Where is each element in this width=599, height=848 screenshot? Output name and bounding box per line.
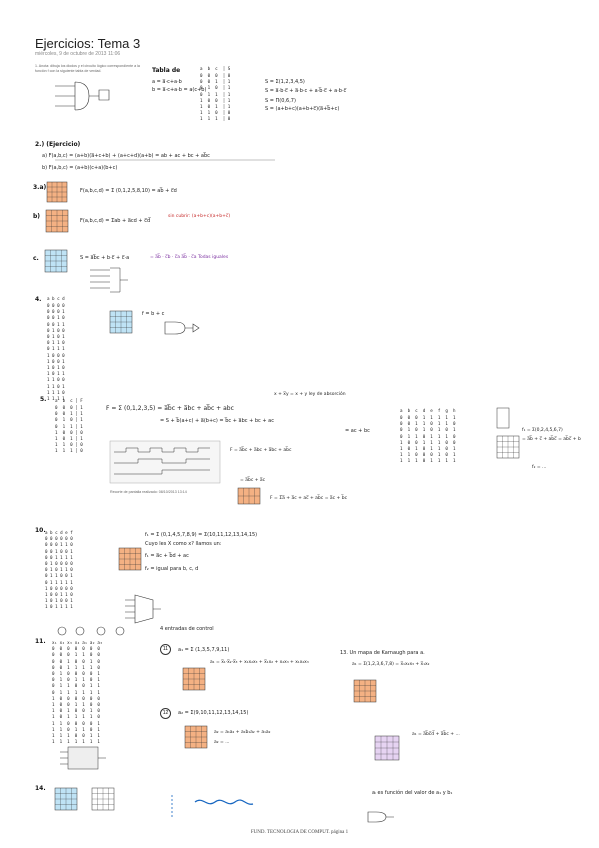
karnaugh-3b [45,209,69,233]
karnaugh-3c [44,249,68,273]
ex11-label: 11. [35,638,46,645]
ex5-fp3: F = Σ̅a̅ + a̅c + ac̅ + ab̅c = a̅c + b̅c [270,496,348,501]
ex3c-eq: S = a̅b̅c + b·c̅ + c̅·a [80,255,130,261]
ex13-eq2: a₁ = a̅b̅c̅d̅ + a̅b̅c + ... [412,732,460,737]
ex1-r3: S = Π(0,6,7) [265,98,296,104]
page-time: 11:06 [108,51,121,57]
ex6-eq2: = a̅b̅ + c̅ + ab̅c̅ = ab̅c̅ + b [522,437,581,442]
karnaugh-10 [118,547,142,571]
ex3-label: 3.a) [33,184,47,191]
ex1-tabla-label: Tabla de [152,67,181,74]
ex13-gate [367,811,394,823]
karnaugh-13a [353,679,377,703]
page-title: Ejercicios: Tema 3 [35,36,141,51]
ex1-eq2: b = a̅·c+a·b = a(c+b) [152,87,207,93]
ex11-eq1: a₁ = Σ (1,3,5,7,9,11) [178,647,230,653]
ex10-eq2: f₁ = a̅c + b̅d + ac [145,553,189,559]
ex5-line2: = S + b̅(a+c) + a̅(b+c) = b̅c + a̅bc + b… [160,418,274,424]
ex10-eq1: f₁ = Σ (0,1,4,5,7,8,9) = Σ(10,11,12,13,1… [145,532,258,538]
ex6-eq1: f₁ = Σ(0,2,4,5,6,7) [522,428,563,433]
intro-note: 1. Anota: dibuja los diodos y el circuit… [35,64,140,73]
ex10-note2: 4 entradas de control [160,626,214,632]
ex1-circuit [55,81,110,111]
ex1-r4: S = (a+b+c)(a+b+c̅)(a̅+b̅+c) [265,106,340,112]
karnaugh-11a [182,667,206,691]
ex4-label: 4. [35,296,42,303]
ex10-eq3: f₂ = igual para b, c, d [145,566,199,572]
karnaugh-11b [184,725,208,749]
ex3c-label: c. [33,255,39,262]
ex11-circuit [60,746,106,770]
karnaugh-4 [109,310,133,334]
ex1-r2: S = a̅·b·c̅ + a̅·b·c + a·b̅·c̅ + a·b·c̅ [265,88,347,94]
ex5-note: x + x̅y = x + y ley de absorción [274,392,346,397]
karnaugh-6 [496,407,520,459]
ex5-line3: = ac + bc [345,428,370,434]
ex11-eq2: a₁ = x̅₁·x̅₂·x̅₃ + x₁x₂x₃ + x̅₁x₂ + x₂x₃… [210,660,309,665]
ex11-eq3: a₂ = Σ(9,10,11,12,13,14,15) [178,710,249,716]
ex4-table: 0 0 0 0 0 0 0 1 0 0 1 0 0 0 1 1 0 1 0 0 … [47,303,65,402]
ex3-b-red: sin cubrir: (a+b+c)(a+b+c̅) [168,214,231,219]
ex5-fp2: = a̅b̅c + a̅c [240,478,266,483]
ex13-eq3: aᵢ es función del valor de a₁ y b₁ [372,790,453,796]
ex10-label: 10. [35,527,46,534]
karnaugh-13b [374,735,400,761]
ex5-main-eq: F = Σ (0,1,2,3,5) = a̅b̅c + a̅bc + ab̅c … [106,405,234,412]
ex13-eq1: a₁ = Σ(1,2,3,6,7,8) = x̅₁x₂x₃ + x̅₁x₂ [352,662,430,667]
karnaugh-3a [46,181,68,203]
karnaugh-14 [54,787,115,811]
ex10-note1: Cuyo les X como x? llamos un: [145,541,222,547]
page-date: miércoles, 9 de octubre de 2013 [35,51,107,57]
ex3-b-eq: F(a,b,c,d) = Σ̅ab + a̅cd + c̅d̅ [80,218,151,224]
ex1-table-header: a b c │ S [200,66,231,71]
ex2-b: b) F(a,b,c) = (a+b)(c+a)(b+c) [42,165,118,171]
mux-10 [125,594,161,624]
ex11-table: x₁ x₂ x₃ x₄ a₁ a₂ a₃ 0 0 0 0 0 0 0 0 0 0… [52,640,103,745]
ex4-gates [164,321,200,335]
ex5-table-header: a b c │ F [55,398,83,403]
ex4-eq: f = b + c [142,311,165,317]
ex1-r1: S = Σ(1,2,3,4,5) [265,79,305,85]
ex3c-purple: = a̅b̅ · c̅b · c̅a a̅b̅ · c̅a Todas igua… [150,255,229,260]
ex2-a: a) F(a,b,c) = (a+b)(a̅+c+b) + (a+c+d)(a+… [42,153,210,159]
ex3-eq: F(a,b,c,d) = Σ (0,1,2,5,8,10) = ab̅ + c̅… [80,188,177,194]
ex3c-circuit [90,267,128,293]
ex11-column-circles [57,626,125,636]
karnaugh-5 [237,487,261,505]
ex5-caption: Recorte de pantalla realizado: 08/10/201… [110,490,187,494]
ex11-circle-1: 11 [160,644,171,655]
timing-diagram [109,440,221,484]
ex11-eq5: a₂ = ... [214,740,230,745]
ex11-eq4: a₂ = a₁a₂ + a₁b₁a₂ + a₁a₂ [214,730,271,735]
ex14-label: 14. [35,785,46,792]
ex10-table: a b c d e f 0 0 0 0 0 0 0 0 0 1 1 0 0 0 … [45,530,73,610]
ex6-eq3: f₂ = ... [532,465,547,470]
blue-scribble [194,799,254,805]
ex6-table-header: a b c d e f g h [400,408,456,413]
ex1-table: 0 0 0 │ 0 0 0 1 │ 1 0 1 0 │ 1 0 1 1 │ 1 … [200,73,231,122]
ex1-eq1: a = a̅·c+a·b [152,79,182,85]
ex5-table: 0 0 0 │ 1 0 0 1 │ 1 0 1 0 │ 1 0 1 1 │ 1 … [55,405,83,454]
ex6-table: 0 0 0 1 1 1 1 1 0 0 1 1 0 1 1 0 0 1 0 1 … [400,415,456,464]
ex3-b-label: b) [33,213,41,220]
ex13-label: 13. Un mapa de Karnaugh para a. [340,650,425,656]
ex5-label: 5. [40,396,47,403]
ex5-fp1: F = a̅b̅c + a̅bc + a̅bc + ab̅c [230,448,292,453]
ex2-label: 2.) (Ejercicio) [35,141,81,148]
page-footer: FUND. TECNOLOGIA DE COMPUT. página 1 [250,830,349,835]
ex11-circle-2: 12 [160,708,171,719]
ex4-table-header: a b c d [47,296,65,301]
